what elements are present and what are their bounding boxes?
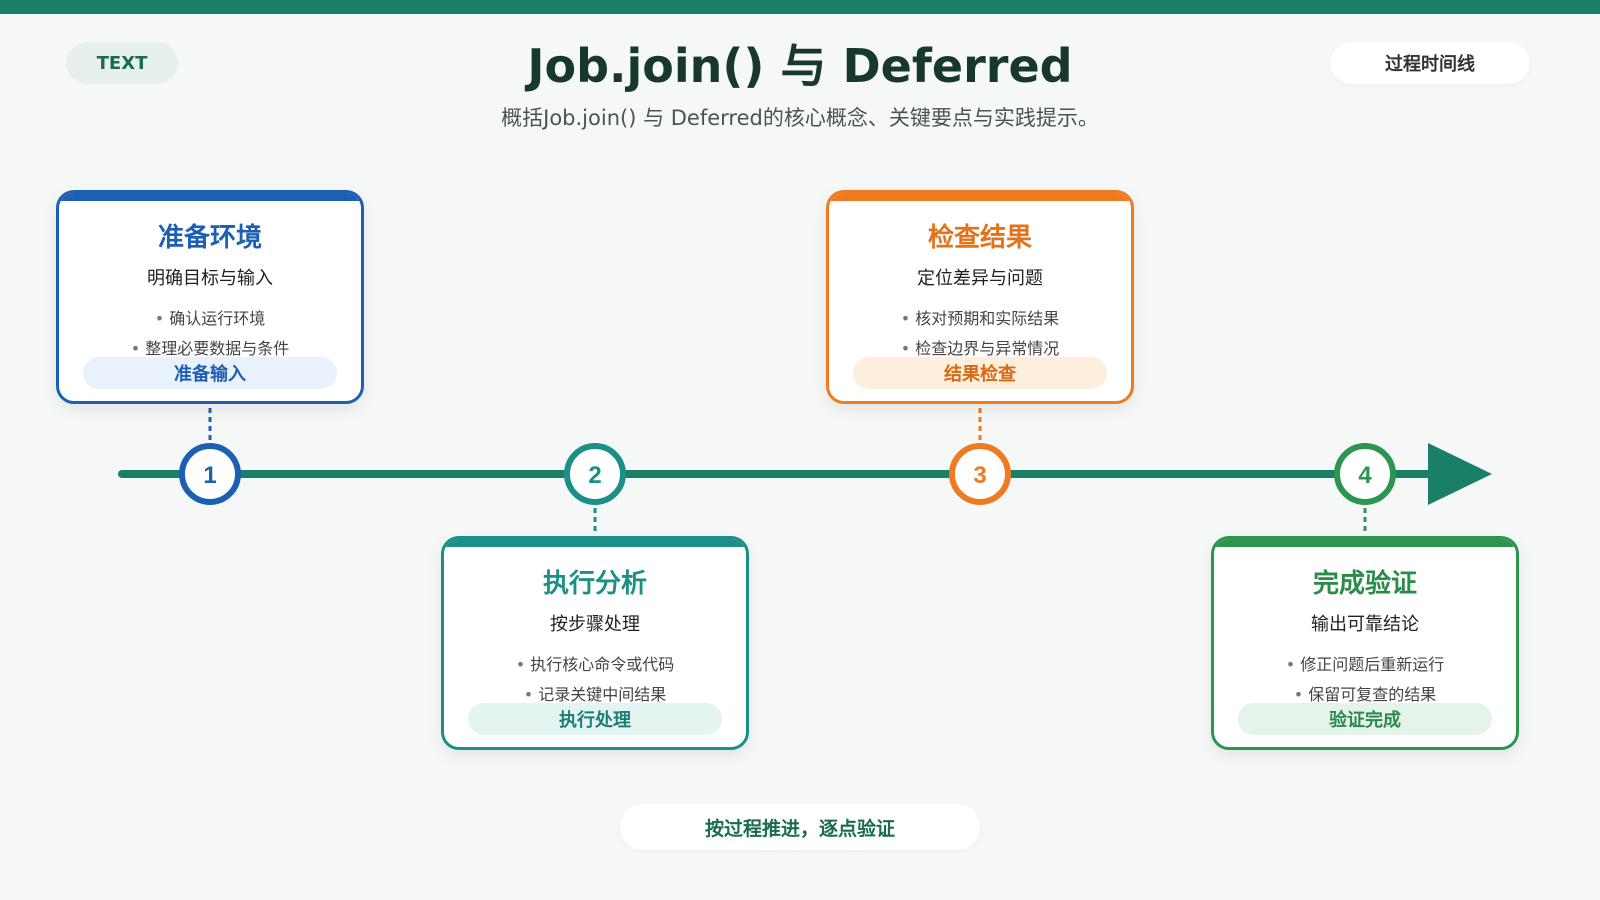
- step-subtitle-3: 定位差异与问题: [917, 268, 1043, 289]
- step-title-3: 检查结果: [927, 223, 1032, 253]
- card-accent-cap: [59, 193, 361, 201]
- page-subtitle: 概括Job.join() 与 Deferred的核心概念、关键要点与实践提示。: [501, 106, 1099, 130]
- card-accent-cap: [444, 539, 746, 547]
- step-card-3: 检查结果 定位差异与问题 核对预期和实际结果 检查边界与异常情况 结果检查: [826, 190, 1134, 404]
- step-bullets-3: 核对预期和实际结果 检查边界与异常情况: [829, 304, 1131, 364]
- step-bullets-4: 修正问题后重新运行 保留可复查的结果: [1214, 650, 1516, 710]
- card-accent-cap: [1214, 539, 1516, 547]
- step-bullet: 执行核心命令或代码: [444, 650, 746, 680]
- page-title: Job.join() 与 Deferred: [527, 39, 1073, 93]
- step-card-1: 准备环境 明确目标与输入 确认运行环境 整理必要数据与条件 准备输入: [56, 190, 364, 404]
- step-node-4: 4: [1334, 443, 1396, 505]
- step-bullets-2: 执行核心命令或代码 记录关键中间结果: [444, 650, 746, 710]
- step-card-2: 执行分析 按步骤处理 执行核心命令或代码 记录关键中间结果 执行处理: [441, 536, 749, 750]
- step-tag-3: 结果检查: [853, 357, 1107, 389]
- footer-note: 按过程推进，逐点验证: [620, 804, 980, 850]
- diagram-type-badge: 过程时间线: [1330, 42, 1530, 84]
- step-bullet: 确认运行环境: [59, 304, 361, 334]
- header-accent-bar: [0, 0, 1600, 14]
- step-bullets-1: 确认运行环境 整理必要数据与条件: [59, 304, 361, 364]
- step-number-2: 2: [588, 462, 601, 489]
- step-number-1: 1: [203, 462, 216, 489]
- step-bullet: 整理必要数据与条件: [59, 334, 361, 364]
- step-bullet: 保留可复查的结果: [1214, 680, 1516, 710]
- step-card-4: 完成验证 输出可靠结论 修正问题后重新运行 保留可复查的结果 验证完成: [1211, 536, 1519, 750]
- step-subtitle-4: 输出可靠结论: [1311, 614, 1419, 635]
- step-tag-1: 准备输入: [83, 357, 337, 389]
- timeline-arrow-head: [1428, 443, 1492, 505]
- step-bullet: 检查边界与异常情况: [829, 334, 1131, 364]
- step-title-4: 完成验证: [1312, 569, 1417, 599]
- step-title-1: 准备环境: [157, 223, 262, 253]
- step-node-1: 1: [179, 443, 241, 505]
- step-title-2: 执行分析: [542, 569, 647, 599]
- step-bullet: 核对预期和实际结果: [829, 304, 1131, 334]
- step-number-4: 4: [1358, 462, 1372, 489]
- step-node-2: 2: [564, 443, 626, 505]
- card-accent-cap: [829, 193, 1131, 201]
- text-tag-badge: TEXT: [66, 42, 178, 84]
- step-subtitle-2: 按步骤处理: [550, 614, 640, 635]
- step-number-3: 3: [973, 462, 986, 489]
- step-node-3: 3: [949, 443, 1011, 505]
- step-tag-2: 执行处理: [468, 703, 722, 735]
- step-bullet: 修正问题后重新运行: [1214, 650, 1516, 680]
- step-subtitle-1: 明确目标与输入: [147, 268, 273, 289]
- step-tag-4: 验证完成: [1238, 703, 1492, 735]
- step-bullet: 记录关键中间结果: [444, 680, 746, 710]
